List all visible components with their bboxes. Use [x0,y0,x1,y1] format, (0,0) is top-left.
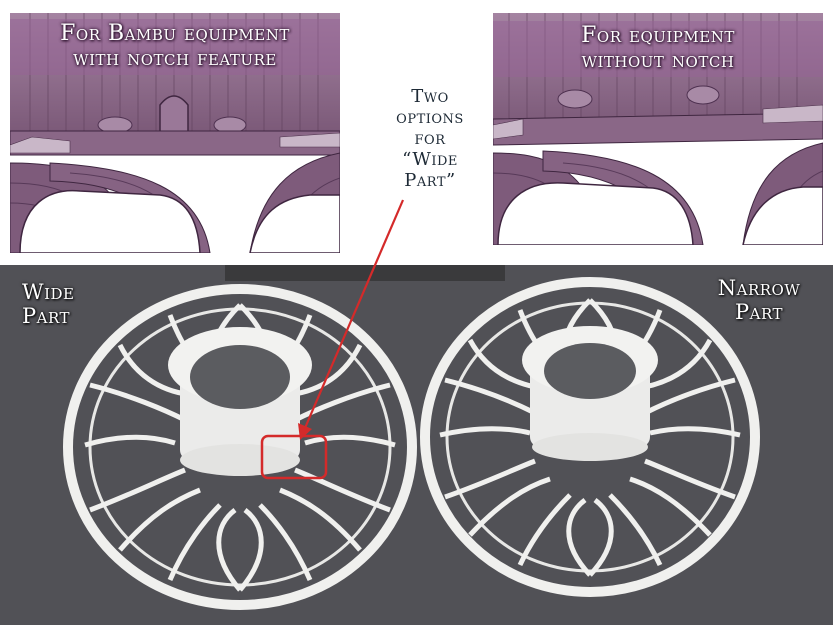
note-line: Part” [404,170,456,191]
printed-parts-photo [0,265,833,625]
note-line: options [396,107,464,128]
printed-parts-graphic [0,265,833,625]
label-line: Narrow [717,276,801,300]
notch-callout-box [260,434,328,480]
caption-line: For equipment [581,23,735,48]
two-options-note: Two options for “Wide Part” [380,86,480,191]
caption-band [493,21,823,77]
caption-no-notch: For equipment without notch [493,23,823,73]
caption-band [10,19,340,75]
narrow-part-label: Narrow Part [700,276,818,324]
note-line: “Wide [402,149,458,170]
note-line: Two [411,86,449,107]
caption-line: with notch feature [73,46,277,71]
caption-bambu-notch: For Bambu equipment with notch feature [10,21,340,71]
label-line: Part [735,300,783,324]
wide-part-label: Wide Part [22,280,75,328]
narrow-part-spool-half [420,277,760,597]
label-line: Part [22,304,70,328]
wide-part-spool-half [63,284,417,610]
caption-line: without notch [581,48,735,73]
note-line: for [414,128,446,149]
cad-render-notch: For Bambu equipment with notch feature [10,13,340,253]
cad-render-no-notch: For equipment without notch [493,13,823,245]
caption-line: For Bambu equipment [60,21,290,46]
label-line: Wide [22,280,75,304]
